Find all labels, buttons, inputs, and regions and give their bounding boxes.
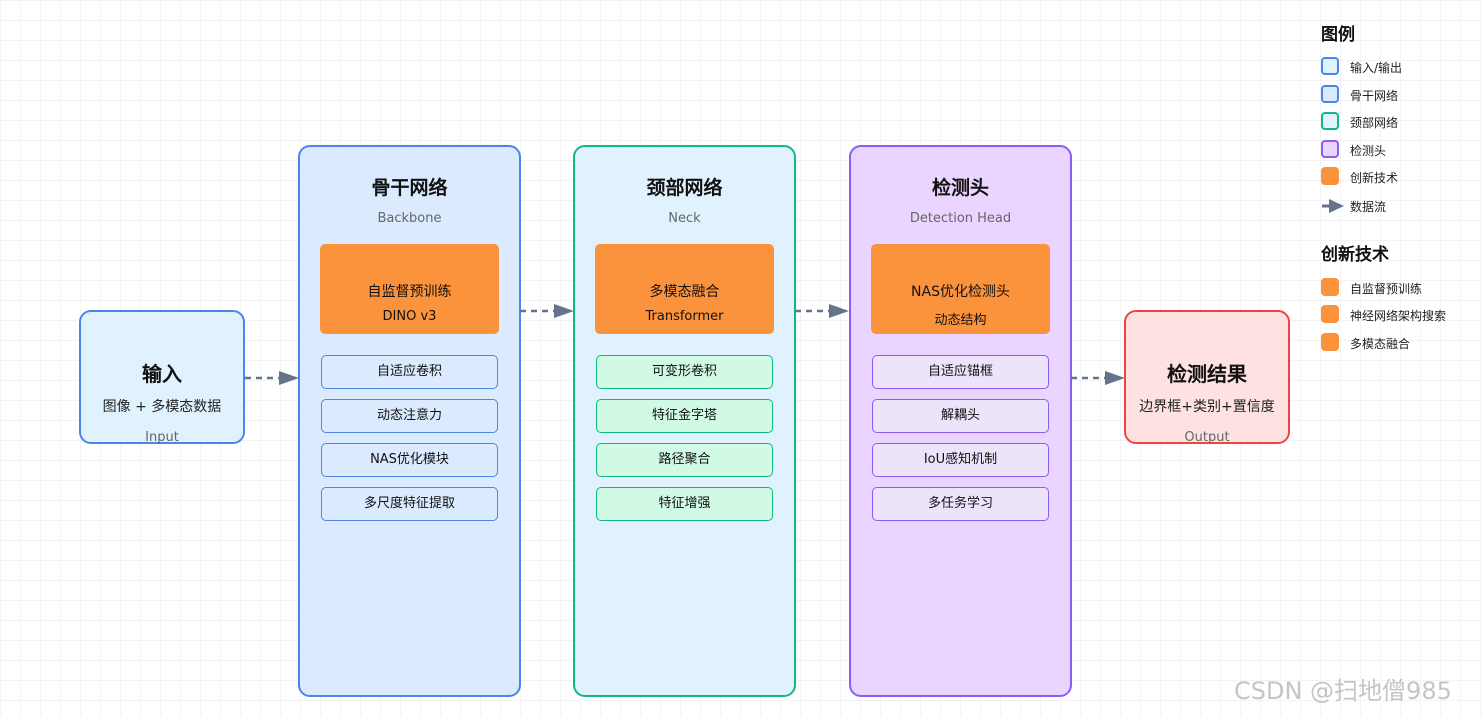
backbone-component: 动态注意力	[321, 399, 498, 433]
neck-stage: 颈部网络 Neck 多模态融合 Transformer 可变形卷积 特征金字塔 …	[573, 145, 796, 697]
backbone-stage: 骨干网络 Backbone 自监督预训练 DINO v3 自适应卷积 动态注意力…	[298, 145, 521, 697]
backbone-title: 骨干网络	[371, 177, 448, 199]
neck-component: 可变形卷积	[596, 355, 773, 389]
output-subtitle: 边界框+类别+置信度	[1139, 399, 1275, 415]
legend-title: 图例	[1321, 25, 1355, 45]
neck-en-label: Neck	[668, 211, 701, 226]
square-outline-icon	[1321, 112, 1339, 130]
neck-component: 特征金字塔	[596, 399, 773, 433]
legend-label: 颈部网络	[1350, 116, 1399, 130]
innovation-legend-title: 创新技术	[1321, 245, 1389, 265]
flow-arrow-head-output	[1071, 371, 1125, 385]
arrow-icon	[1322, 199, 1344, 213]
legend-label: 数据流	[1350, 200, 1387, 214]
input-en-label: Input	[145, 430, 179, 445]
head-en-label: Detection Head	[909, 211, 1012, 226]
head-component: 解耦头	[872, 399, 1049, 433]
backbone-innovation-block: 自监督预训练 DINO v3	[320, 244, 499, 334]
square-outline-icon	[1321, 57, 1339, 75]
watermark: CSDN @扫地僧985	[1234, 677, 1452, 705]
backbone-innovation-main: 自监督预训练	[367, 284, 452, 300]
backbone-en-label: Backbone	[377, 211, 442, 226]
head-component: IoU感知机制	[872, 443, 1049, 477]
flow-arrow-input-backbone	[245, 371, 299, 385]
square-filled-icon	[1321, 305, 1339, 323]
innovation-legend-label: 多模态融合	[1350, 337, 1411, 351]
neck-innovation-main: 多模态融合	[649, 284, 720, 300]
head-component: 多任务学习	[872, 487, 1049, 521]
head-innovation-sub: 动态结构	[934, 313, 987, 328]
legend-label: 创新技术	[1350, 171, 1399, 185]
legend-label: 输入/输出	[1350, 61, 1403, 75]
backbone-component: 自适应卷积	[321, 355, 498, 389]
square-filled-icon	[1321, 278, 1339, 296]
neck-innovation-block: 多模态融合 Transformer	[595, 244, 774, 334]
backbone-component: 多尺度特征提取	[321, 487, 498, 521]
innovation-legend-label: 自监督预训练	[1350, 282, 1423, 296]
head-component: 自适应锚框	[872, 355, 1049, 389]
neck-component: 路径聚合	[596, 443, 773, 477]
head-innovation-block: NAS优化检测头 动态结构	[871, 244, 1050, 334]
input-node: 输入 图像 + 多模态数据 Input	[79, 310, 245, 445]
output-en-label: Output	[1184, 430, 1230, 445]
backbone-component: NAS优化模块	[321, 443, 498, 477]
head-title: 检测头	[931, 177, 989, 199]
legend-label: 骨干网络	[1350, 89, 1399, 103]
head-innovation-main: NAS优化检测头	[911, 284, 1010, 300]
backbone-innovation-sub: DINO v3	[382, 309, 437, 324]
legend-label: 检测头	[1350, 144, 1387, 158]
neck-title: 颈部网络	[646, 177, 723, 199]
neck-innovation-sub: Transformer	[645, 309, 724, 324]
flow-arrow-neck-head	[795, 304, 849, 318]
square-outline-icon	[1321, 85, 1339, 103]
neck-component: 特征增强	[596, 487, 773, 521]
flow-arrow-backbone-neck	[520, 304, 574, 318]
output-node: 检测结果 边界框+类别+置信度 Output	[1124, 310, 1290, 445]
input-title: 输入	[142, 362, 182, 386]
square-filled-icon	[1321, 167, 1339, 185]
square-filled-icon	[1321, 333, 1339, 351]
square-outline-icon	[1321, 140, 1339, 158]
output-title: 检测结果	[1167, 362, 1247, 386]
input-subtitle: 图像 + 多模态数据	[102, 399, 222, 415]
detection-head-stage: 检测头 Detection Head NAS优化检测头 动态结构 自适应锚框 解…	[849, 145, 1072, 697]
innovation-legend-label: 神经网络架构搜索	[1350, 309, 1447, 323]
